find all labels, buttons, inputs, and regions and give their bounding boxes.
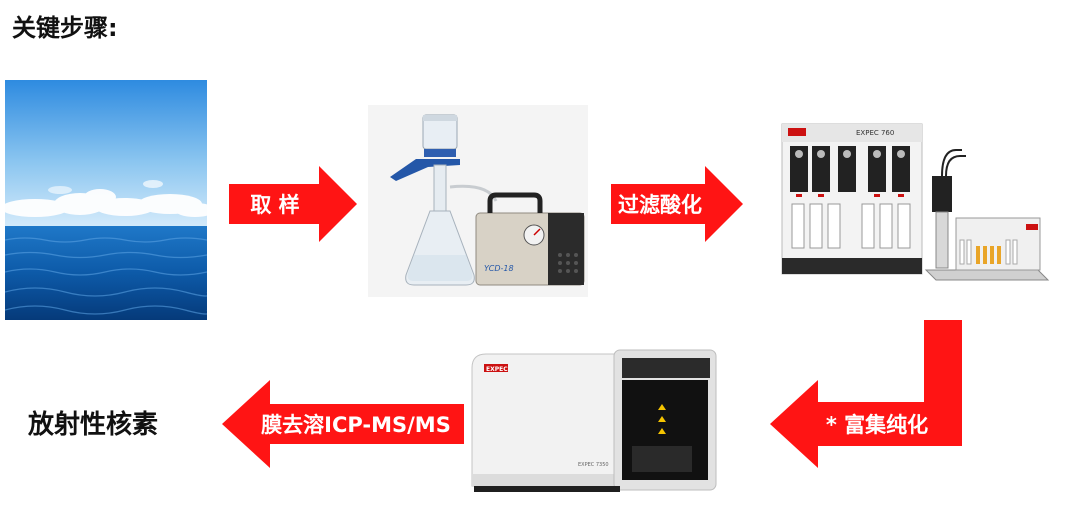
icp-model-label: EXPEC 7350	[578, 462, 609, 468]
enrichment-label: * 富集纯化	[825, 413, 929, 437]
icp-ms-device: EXPEC EXPEC 7350	[466, 346, 722, 502]
vacuum-filtration-device: YCD-18	[368, 105, 588, 297]
enrichment-arrow	[770, 320, 966, 468]
filtration-label: 过滤酸化	[618, 193, 702, 217]
result-label: 放射性核素	[28, 410, 159, 440]
seawater-image	[5, 80, 207, 320]
sampling-label: 取 样	[250, 193, 300, 217]
spe-workstation-device: EXPEC 760	[776, 120, 1052, 288]
measurement-label: 膜去溶ICP-MS/MS	[261, 413, 451, 437]
page-title: 关键步骤:	[12, 14, 118, 42]
spe-model-label: EXPEC 760	[856, 129, 894, 137]
icp-brand-label: EXPEC	[486, 366, 508, 373]
sampling-arrow	[229, 166, 357, 242]
pump-label: YCD-18	[484, 264, 514, 273]
filtration-arrow	[611, 166, 743, 242]
measurement-arrow	[222, 380, 464, 468]
